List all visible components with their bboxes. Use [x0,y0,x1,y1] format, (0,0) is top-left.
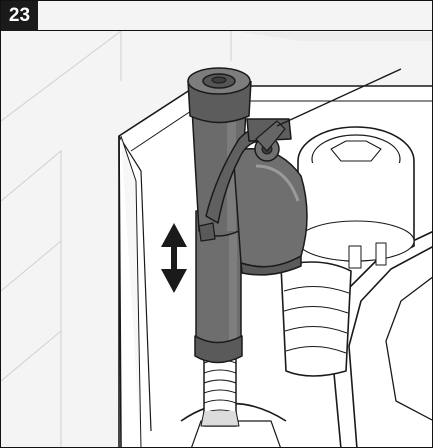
double-vertical-arrow-icon [161,223,187,293]
header-rule [38,30,432,31]
step-number-badge: 23 [1,1,38,31]
wall-tile-background [1,30,232,447]
fill-valve-icon [187,67,402,427]
